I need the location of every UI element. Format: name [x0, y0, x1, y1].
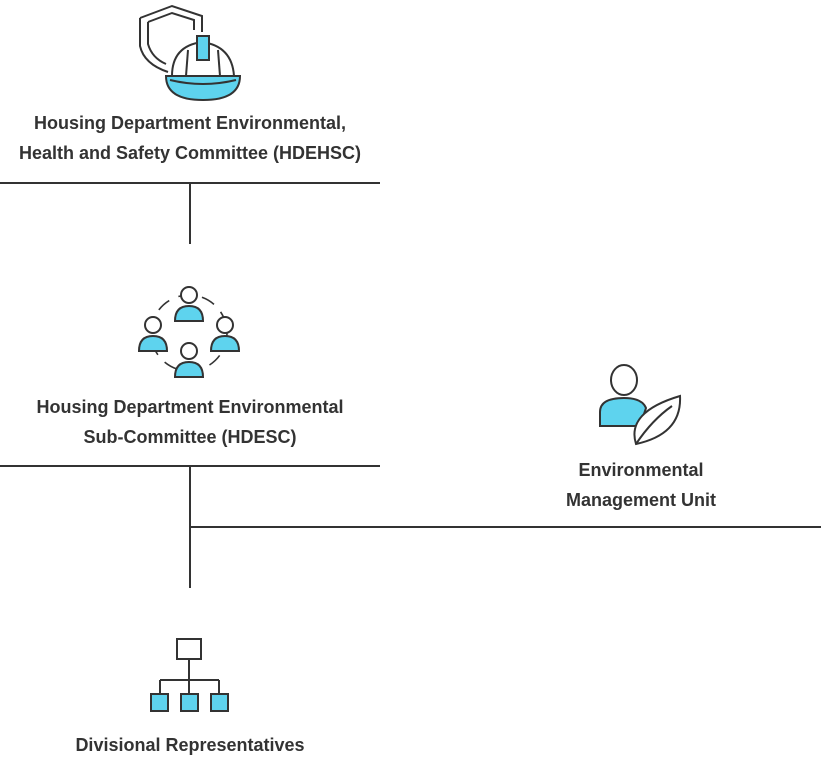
hdesc-title-line1: Housing Department Environmental — [36, 397, 344, 417]
person-leaf-icon — [596, 362, 684, 448]
hdehsc-title-line2: Health and Safety Committee (HDEHSC) — [18, 143, 362, 163]
hdehsc-title-line1: Housing Department Environmental, — [33, 113, 347, 133]
people-circle-icon — [136, 284, 242, 382]
connector-hdehsc-hdesc — [189, 183, 191, 244]
divisional-title: Divisional Representatives — [0, 730, 380, 760]
hdehsc-underline — [0, 182, 380, 184]
hdesc-title: Housing Department Environmental Sub-Com… — [0, 392, 380, 452]
emu-title: Environmental Management Unit — [500, 455, 782, 515]
hdesc-title-line2: Sub-Committee (HDESC) — [83, 427, 297, 447]
org-chart-icon — [148, 636, 232, 716]
connector-to-emu — [189, 526, 821, 528]
hdesc-underline — [0, 465, 380, 467]
hdehsc-title: Housing Department Environmental, Health… — [0, 108, 380, 168]
emu-title-line1: Environmental — [578, 460, 704, 480]
hardhat-shield-icon — [136, 2, 246, 102]
divisional-title-line1: Divisional Representatives — [75, 735, 305, 755]
emu-title-line2: Management Unit — [565, 490, 716, 510]
